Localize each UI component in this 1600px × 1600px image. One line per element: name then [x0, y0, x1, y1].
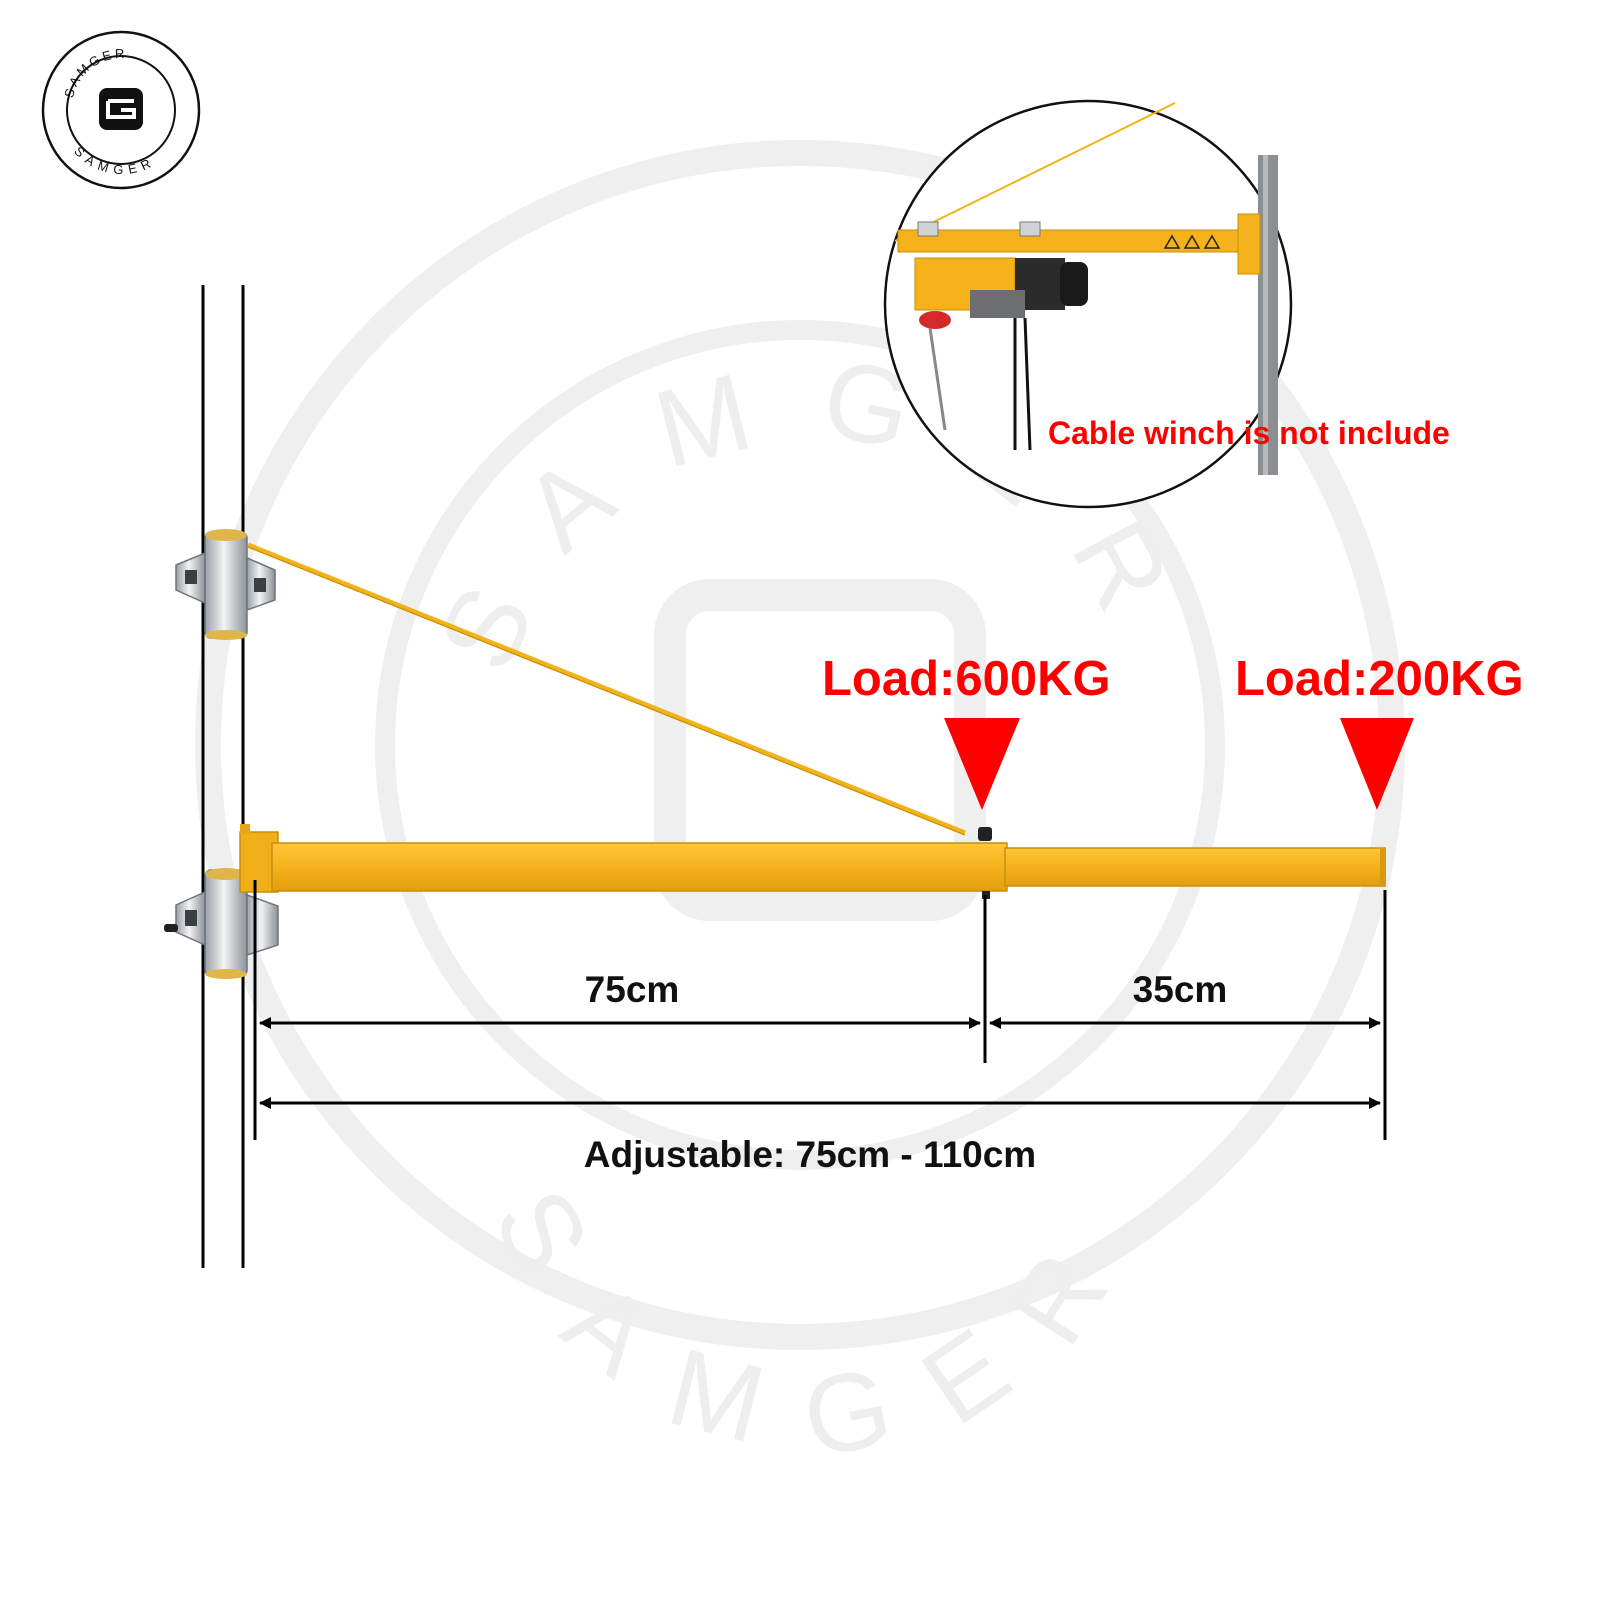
load-outer-label: Load:200KG	[1235, 652, 1524, 706]
dim-75cm-label: 75cm	[585, 969, 680, 1010]
dimension-lines	[253, 880, 1387, 1140]
winch-motor-icon	[1060, 262, 1088, 306]
clamp-bolt-icon	[164, 924, 178, 932]
extension-arm-section	[1004, 847, 1386, 887]
dim-35cm-label: 35cm	[1133, 969, 1228, 1010]
winch-not-included-note: Cable winch is not include	[1048, 415, 1450, 451]
top-clamp	[175, 529, 276, 640]
dim-adjustable-label: Adjustable: 75cm - 110cm	[584, 1134, 1036, 1175]
winch-inset	[883, 99, 1293, 509]
tie-rod	[247, 542, 966, 836]
pole	[201, 285, 245, 1268]
tie-rod-edge	[247, 546, 966, 836]
load-inner-arrow-icon	[944, 718, 1020, 810]
load-outer-arrow-icon	[1340, 718, 1414, 810]
hook-icon	[919, 311, 951, 329]
load-inner-label: Load:600KG	[822, 652, 1111, 706]
watermark-inner-ring	[375, 320, 1225, 1170]
warning-label-icon	[1163, 234, 1221, 249]
jib-arm	[239, 824, 1386, 899]
fixed-arm-section	[271, 842, 1008, 892]
arm-pin-icon	[978, 827, 992, 841]
brand-logo: SAMGER SAMGER	[41, 30, 201, 190]
